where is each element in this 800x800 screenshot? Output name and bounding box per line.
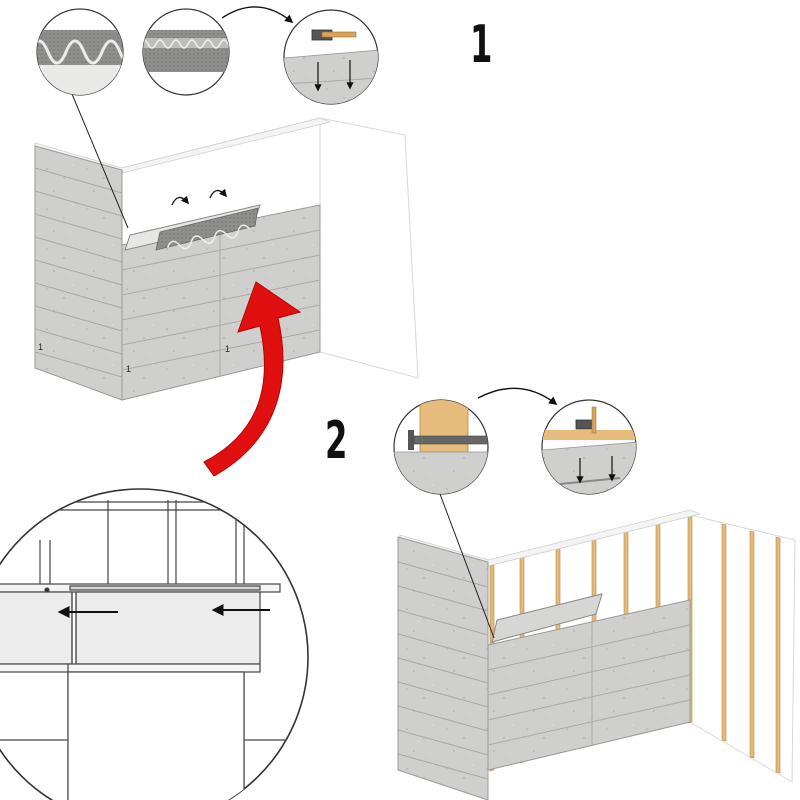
red-curved-arrow — [203, 281, 302, 477]
detail-circle-hammer-bottom — [541, 399, 637, 495]
front-wall-seams — [487, 622, 691, 746]
hammer-icon — [575, 406, 597, 434]
detail-leader-line — [439, 493, 495, 639]
panel-number: 1 — [38, 342, 43, 352]
detail-leader-line — [71, 93, 129, 229]
detail-circle-wave-fine — [142, 8, 230, 96]
front-wall-panels — [487, 599, 691, 771]
left-wall-panels — [397, 536, 489, 800]
detail-circle-hammer-top — [283, 9, 379, 105]
detail-circle-section-view — [0, 488, 309, 800]
step-number-1: 1 — [470, 15, 492, 75]
inserting-panel — [491, 593, 603, 643]
front-wall-seams — [121, 225, 321, 376]
hammer-icon — [311, 29, 357, 41]
panel-number: 1 — [126, 364, 131, 374]
curved-arrow-icon — [221, 6, 294, 24]
side-wall-white — [319, 117, 419, 379]
step-number-2: 2 — [325, 411, 347, 471]
left-wall-seams — [397, 561, 489, 780]
nail-icon — [408, 430, 488, 450]
step2-illustration — [397, 493, 796, 800]
panel-groove-wave — [167, 224, 251, 250]
detail-circle-wave-large — [36, 8, 124, 96]
step1-illustration: 1 1 1 — [34, 93, 419, 401]
curved-arrow-icon — [477, 387, 558, 406]
detail-circle-nail — [393, 399, 489, 495]
panel-profile-strip — [155, 207, 259, 251]
left-wall-seams — [34, 167, 123, 378]
panel-number: 1 — [225, 344, 230, 354]
rotate-arrow-right — [209, 188, 227, 199]
rotate-arrow-left — [171, 195, 189, 206]
